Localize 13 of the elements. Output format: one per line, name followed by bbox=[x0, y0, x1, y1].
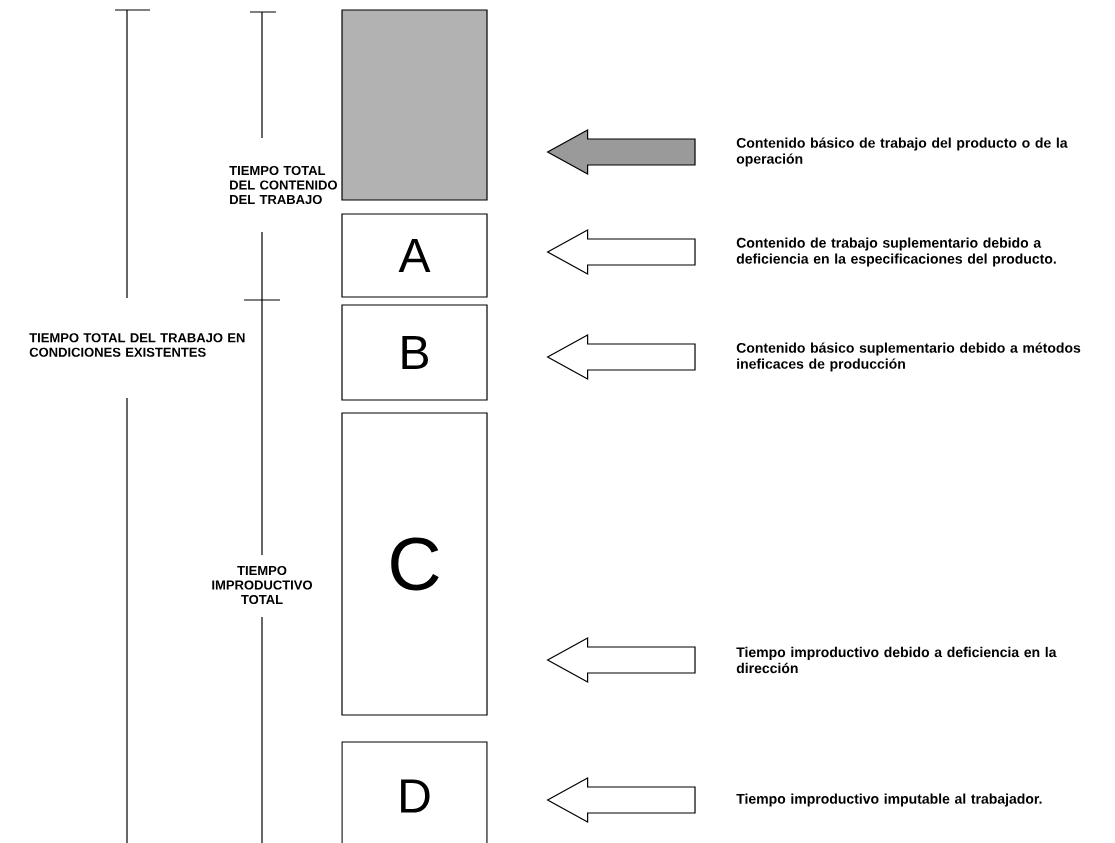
dimension-label: TIEMPO IMPRODUCTIVO TOTAL bbox=[212, 565, 312, 605]
description-text: Tiempo improductivo imputable al trabajador. bbox=[736, 793, 1042, 807]
description-text: Contenido de trabajo suplementario debido a deficiencia en la especificaciones del producto. bbox=[736, 237, 1056, 267]
letter-box: B bbox=[341, 304, 488, 401]
description-text: Contenido básico de trabajo del producto o de la operación bbox=[736, 137, 1068, 167]
description-text: Contenido básico suplementario debido a métodos ineficaces de producción bbox=[736, 342, 1081, 372]
dimension-label: TIEMPO TOTAL DEL CONTENIDO DEL TRABAJO bbox=[229, 165, 337, 205]
letter-box: A bbox=[341, 213, 488, 298]
description-text: Tiempo improductivo debido a deficiencia en la dirección bbox=[736, 646, 1057, 674]
letter-box: C bbox=[341, 412, 488, 716]
hatched-box bbox=[341, 9, 488, 201]
dimension-label: TIEMPO TOTAL DEL TRABAJO EN CONDICIONES EXISTENTES bbox=[29, 333, 245, 357]
letter-box: D bbox=[341, 741, 488, 843]
